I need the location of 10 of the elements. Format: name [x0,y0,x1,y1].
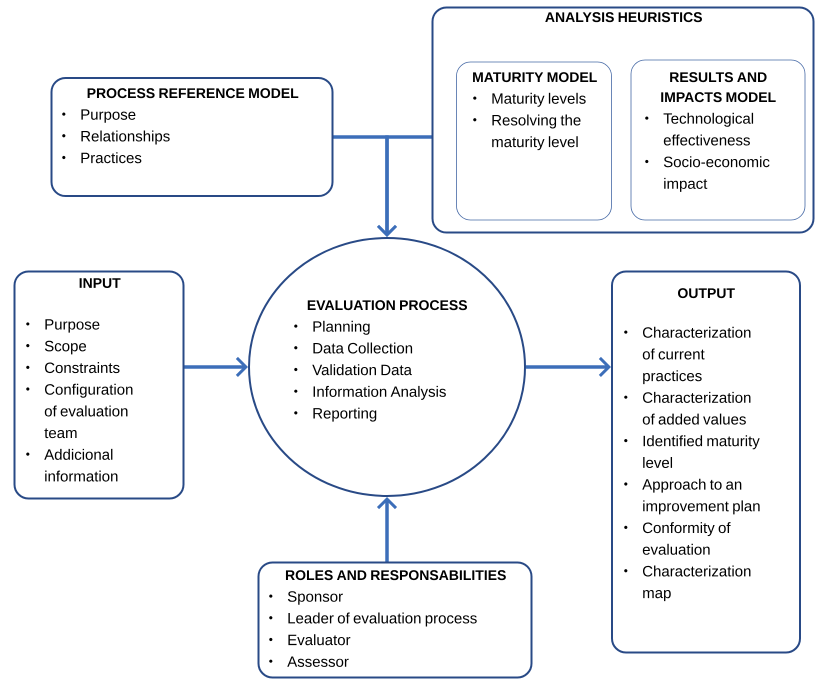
input-box: INPUT Purpose Scope Constraints Configuration of evaluation team Addicional information [14,270,184,500]
model-box: RESULTS AND IMPACTS MODEL Technological effectiveness Socio-economic impact [630,60,806,220]
model-box: MATURITY MODEL Maturity levels Resolving the maturity level [456,62,612,220]
arrow [376,135,432,237]
arrow [526,356,611,378]
arrow [376,497,398,562]
process-box: PROCESS REFERENCE MODEL Purpose Relationships Practices [50,77,334,197]
roles-box: ROLES AND RESPONSABILITIES Sponsor Leader of evaluation process Evaluator Assessor [258,562,532,678]
arrow [184,356,248,378]
output-box: OUTPUT Characterization of current practices Characterization of added values Identified maturity level Approach to an improvement plan Conformity of evaluation Characterization map [611,270,801,654]
